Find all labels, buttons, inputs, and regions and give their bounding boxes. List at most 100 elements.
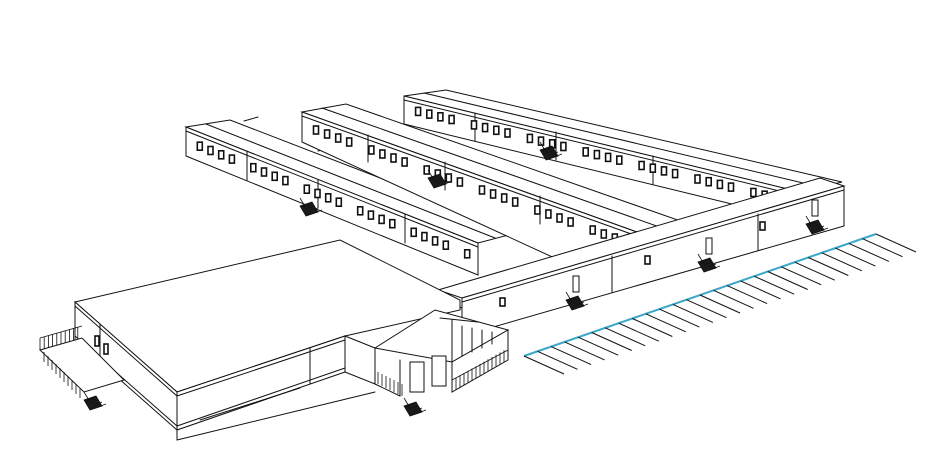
stair-tread: [305, 205, 315, 210]
stair-tread: [541, 147, 551, 152]
parking-stall-line: [645, 313, 687, 333]
window: [356, 206, 364, 216]
parking-stall-line: [632, 318, 673, 337]
window: [314, 188, 321, 199]
window: [379, 149, 386, 159]
parking-stall-line: [659, 308, 700, 328]
window: [556, 213, 563, 223]
window: [368, 145, 375, 155]
parking-stall-line: [591, 332, 632, 351]
parking-stall-line: [699, 294, 741, 314]
window: [589, 225, 597, 235]
window: [500, 193, 508, 203]
window: [445, 173, 453, 183]
stair-handrail: [299, 197, 307, 209]
parking-stall-line: [564, 341, 605, 361]
stair-unit: [805, 215, 829, 235]
parking-stall-line: [862, 238, 903, 258]
parking-stall-line: [740, 280, 781, 300]
window: [600, 229, 608, 239]
window: [615, 155, 623, 165]
window: [414, 106, 422, 117]
stair-tread: [413, 407, 423, 412]
stair-unit: [539, 141, 563, 161]
modular-wing-1: [184, 116, 522, 276]
stair-tread: [301, 203, 311, 208]
stair-tread: [313, 209, 323, 214]
window: [250, 162, 257, 173]
stair-tread: [553, 153, 563, 158]
stair-tread: [85, 397, 95, 402]
stair-tread: [549, 151, 559, 156]
window: [478, 185, 486, 195]
window: [196, 141, 204, 151]
parking-stall-line: [767, 271, 808, 290]
window: [282, 175, 289, 186]
stair-tread: [807, 221, 817, 226]
stair-tread: [545, 149, 555, 154]
window: [567, 217, 574, 227]
stair-tread: [429, 175, 439, 180]
window: [463, 249, 471, 259]
stair-tread: [89, 399, 99, 404]
window: [456, 177, 464, 187]
stair-unit: [403, 397, 427, 417]
parking-stalls: [523, 233, 917, 375]
window: [526, 133, 534, 144]
window: [217, 150, 225, 160]
stair-tread: [309, 207, 319, 212]
window: [470, 120, 478, 130]
window: [511, 197, 519, 207]
stair-tread: [699, 259, 709, 264]
window: [671, 168, 679, 179]
window: [694, 174, 701, 184]
stair-tread: [97, 403, 107, 408]
window: [593, 149, 601, 160]
window: [727, 182, 735, 192]
window: [649, 163, 657, 173]
window: [401, 157, 408, 167]
parking-stall-line: [753, 275, 795, 295]
stair-tread: [815, 225, 825, 230]
window: [345, 137, 353, 147]
stair-tread: [433, 177, 443, 182]
stair-tread: [441, 181, 451, 186]
window: [271, 171, 279, 182]
stair-tread: [579, 303, 589, 308]
parking-stall-line: [672, 303, 714, 323]
window: [260, 167, 268, 177]
parking-stall-line: [686, 299, 727, 319]
parking-lot: [523, 233, 917, 375]
stair-unit: [697, 253, 721, 273]
parking-stall-line: [618, 322, 660, 342]
window: [335, 197, 343, 207]
stair-handrail: [539, 141, 547, 153]
window: [660, 166, 668, 176]
parking-stall-line: [848, 242, 890, 262]
window: [228, 154, 236, 164]
stair-tread: [437, 179, 447, 184]
window: [492, 125, 500, 136]
window: [425, 109, 433, 119]
window: [421, 231, 428, 242]
window: [431, 236, 439, 246]
window: [410, 227, 418, 238]
window: [324, 193, 332, 203]
window: [638, 160, 645, 171]
stair-tread: [93, 401, 103, 406]
stair-unit: [427, 169, 451, 189]
window: [367, 210, 375, 220]
entry-stairs: [83, 141, 829, 417]
window: [560, 141, 567, 152]
window: [537, 136, 545, 146]
window: [323, 129, 331, 139]
stair-unit: [299, 197, 323, 217]
parking-stall-line: [875, 233, 917, 253]
stair-tread: [405, 403, 415, 408]
parking-stall-line: [523, 355, 565, 375]
window: [504, 128, 511, 138]
window: [750, 187, 757, 198]
stair-handrail: [697, 253, 705, 265]
